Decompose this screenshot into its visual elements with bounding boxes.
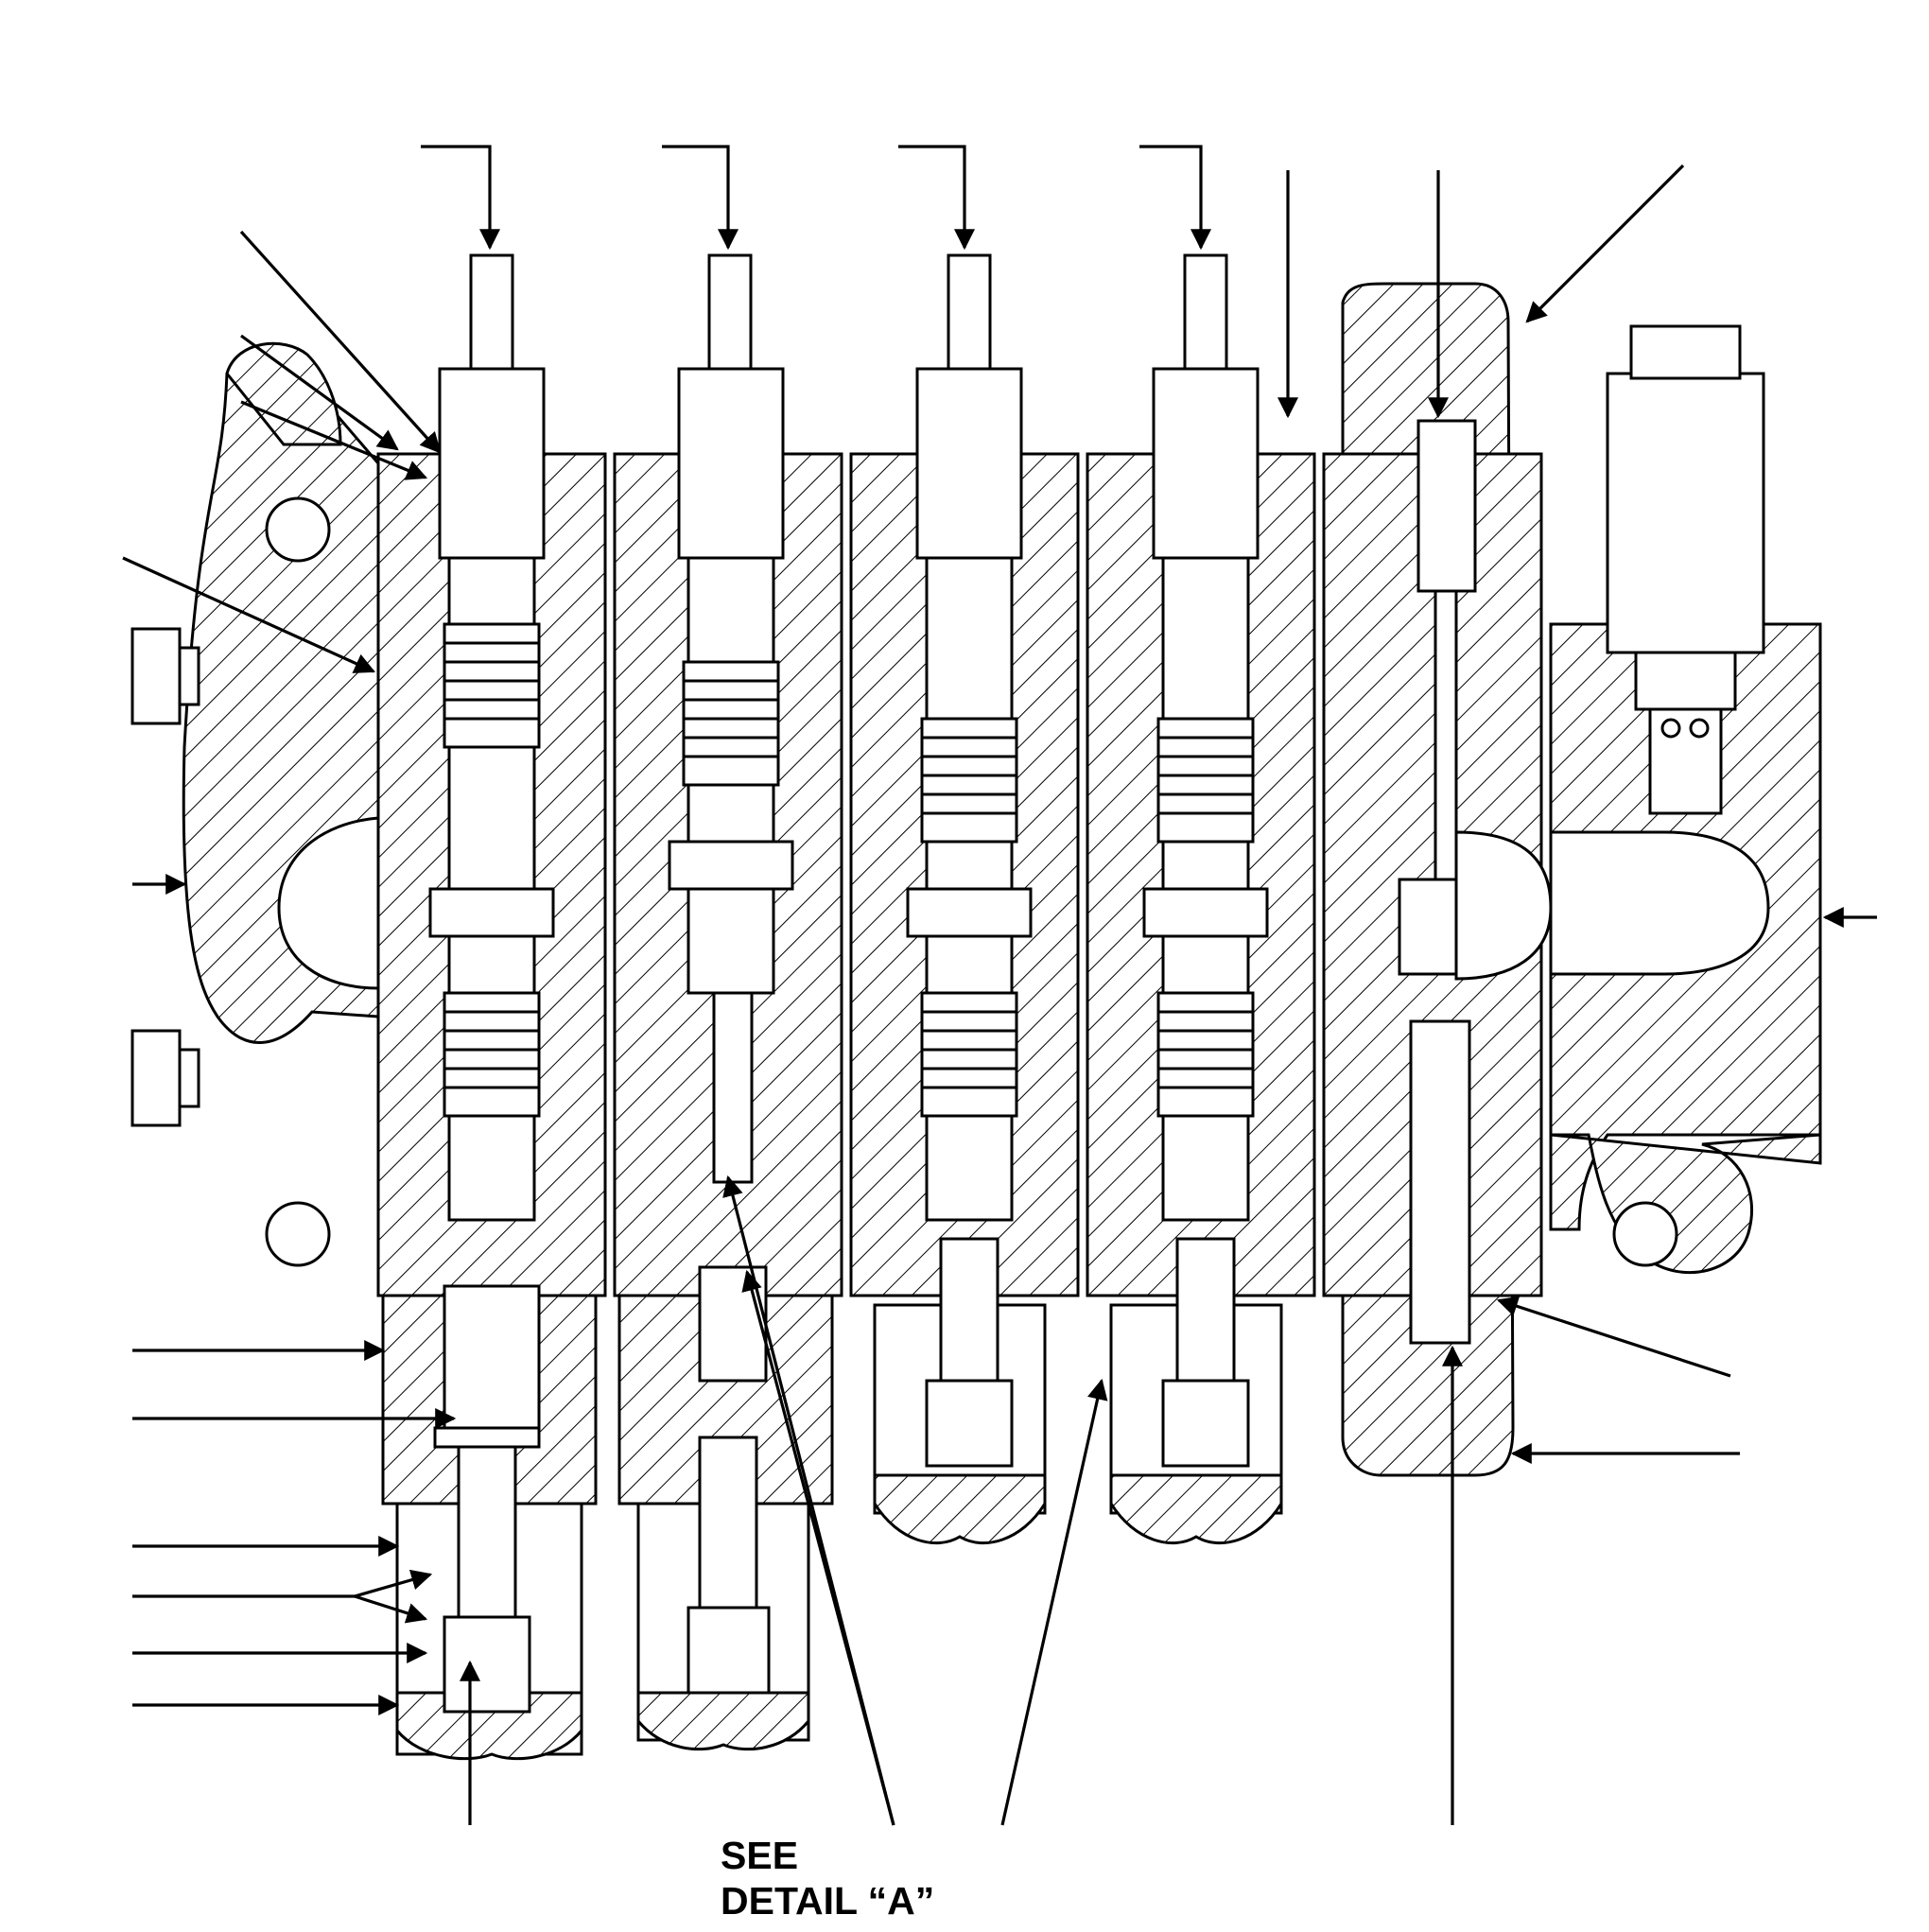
spool-section-4 (1086, 253, 1316, 1545)
relief-adjust-nut (1629, 324, 1742, 380)
spool-section-1 (376, 253, 607, 1761)
spool-tip-2 (707, 253, 753, 371)
leader-arrows (122, 145, 1877, 1826)
callout-line-2: DETAIL “A” (721, 1879, 935, 1923)
spool-lands-1-upper (443, 622, 541, 749)
spool-lands-4-upper (1156, 717, 1255, 844)
inlet-end-cover (130, 341, 380, 1267)
mounting-hole-upper (265, 496, 331, 563)
spool-lands-4-lower (1156, 991, 1255, 1118)
spool-lands-3-lower (920, 991, 1018, 1118)
relief-piston (1416, 419, 1477, 593)
spool-lands-1-lower (443, 991, 541, 1118)
mounting-hole-right (1612, 1201, 1678, 1267)
spool-lands-2-upper (682, 660, 780, 787)
mounting-hole-lower (265, 1201, 331, 1267)
spool-section-2 (613, 253, 843, 1751)
spool-tip-4 (1183, 253, 1228, 371)
spool-end-1 (438, 367, 546, 560)
spool-tip-3 (947, 253, 992, 371)
spool-section-3 (849, 253, 1080, 1545)
spool-end-3 (915, 367, 1023, 560)
callout-line-1: SEE (721, 1834, 799, 1877)
tie-rod-nut-lower (130, 1029, 182, 1127)
relief-cartridge (1606, 372, 1765, 654)
see-detail-a-callout: SEE DETAIL “A” (721, 1833, 934, 1923)
spool-tip-1 (469, 253, 514, 371)
tie-rod-nut-upper (130, 627, 182, 725)
spool-lands-3-upper (920, 717, 1018, 844)
detail-a-area (712, 991, 754, 1184)
relief-spring (1409, 1019, 1471, 1345)
relief-valve-section (1322, 282, 1553, 1477)
spool-end-2 (677, 367, 785, 560)
spool-end-4 (1152, 367, 1260, 560)
outlet-end-cover (1549, 324, 1822, 1274)
